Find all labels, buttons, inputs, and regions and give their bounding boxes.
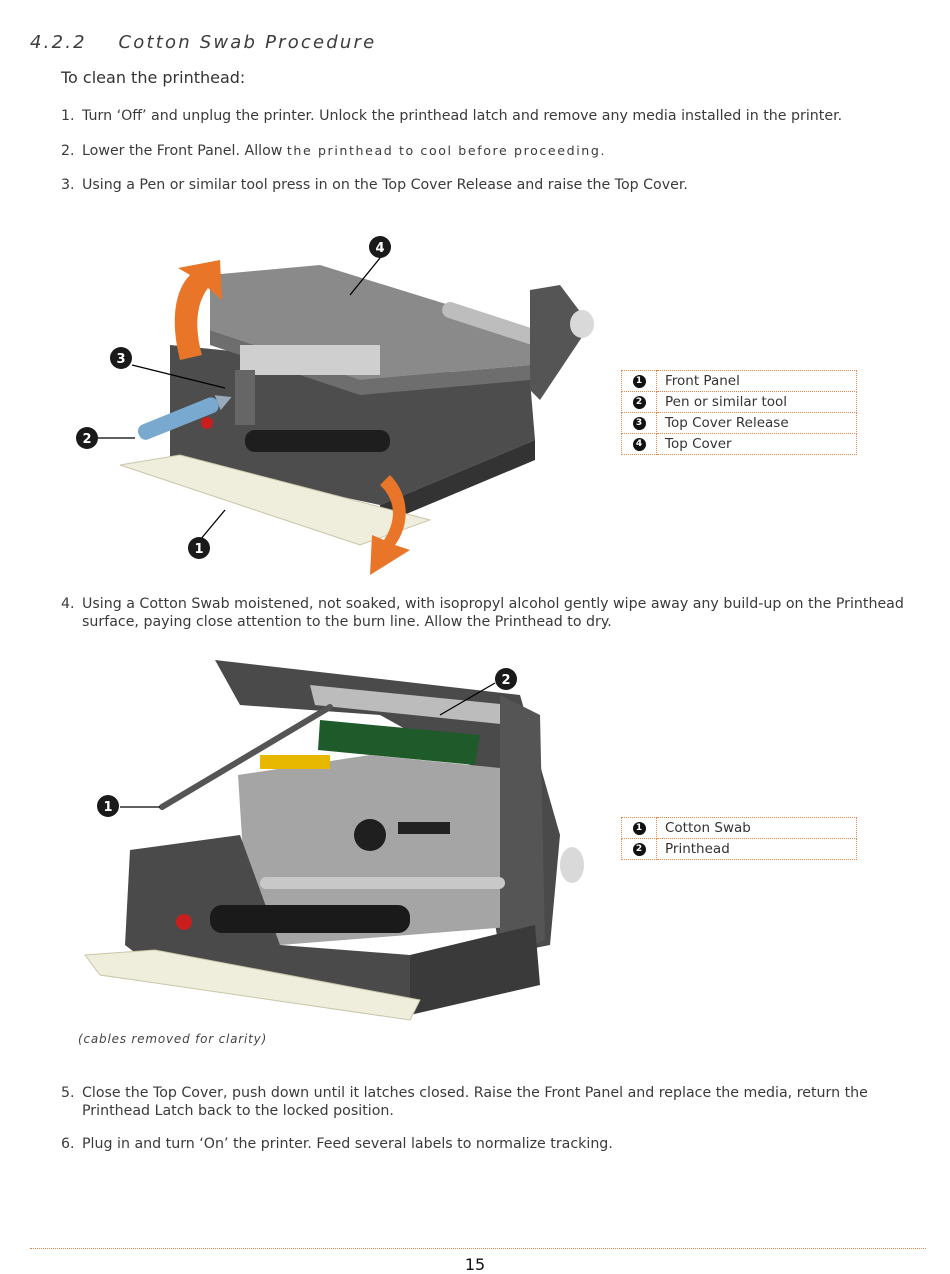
svg-text:1: 1 [103,800,112,815]
step-number: 6. [61,1136,75,1152]
footer-divider [30,1248,926,1249]
callout-2: 2 [495,668,517,690]
svg-text:2: 2 [82,432,91,447]
legend-number: 1 [632,821,646,835]
legend-row: 4 Top Cover [621,433,857,455]
step-5: 5. Close the Top Cover, push down until … [61,1084,921,1120]
legend-number: 1 [632,374,646,388]
legend-number: 2 [632,842,646,856]
svg-text:4: 4 [375,241,384,256]
intro-text: To clean the printhead: [61,68,246,87]
svg-text:1: 1 [194,542,203,557]
step-number: 2. [61,143,75,159]
figure2-legend: 1 Cotton Swab 2 Printhead [621,817,857,860]
legend-row: 3 Top Cover Release [621,412,857,434]
legend-row: 1 Front Panel [621,370,857,392]
step-number: 5. [61,1085,75,1101]
callout-2: 2 [76,427,98,449]
callout-1: 1 [97,795,119,817]
step-number: 3. [61,177,75,193]
step-text: Using a Cotton Swab moistened, not soake… [82,596,904,630]
legend-row: 1 Cotton Swab [621,817,857,839]
legend-label: Top Cover [656,433,857,455]
callout-1: 1 [188,537,210,559]
section-title: Cotton Swab Procedure [118,32,377,53]
legend-number: 2 [632,395,646,409]
callout-4: 4 [369,236,391,258]
legend-number: 3 [632,416,646,430]
printer-top-cover-illustration: 4 3 2 1 [76,236,594,575]
legend-label: Printhead [656,838,857,860]
callout-3: 3 [110,347,132,369]
step-3: 3. Using a Pen or similar tool press in … [61,176,688,194]
legend-label: Top Cover Release [656,412,857,434]
step-text-a: Lower the Front Panel. Allow [82,143,287,159]
svg-text:3: 3 [116,352,125,367]
step-number: 4. [61,596,75,612]
legend-row: 2 Pen or similar tool [621,391,857,413]
legend-label: Cotton Swab [656,817,857,839]
step-6: 6. Plug in and turn ‘On’ the printer. Fe… [61,1135,613,1153]
legend-row: 2 Printhead [621,838,857,860]
step-number: 1. [61,108,75,124]
page-number: 15 [464,1255,486,1274]
legend-label: Front Panel [656,370,857,392]
step-text: Plug in and turn ‘On’ the printer. Feed … [82,1136,613,1152]
step-text: Using a Pen or similar tool press in on … [82,177,688,193]
step-text-b: the printhead to cool before proceeding. [286,143,607,158]
legend-number: 4 [632,437,646,451]
printhead-cleaning-illustration: 1 2 [84,660,584,1021]
section-heading: 4.2.2 Cotton Swab Procedure [30,32,376,53]
step-4: 4. Using a Cotton Swab moistened, not so… [61,595,921,631]
section-number: 4.2.2 [30,32,87,53]
step-2: 2. Lower the Front Panel. Allow the prin… [61,142,606,160]
figure-caption: (cables removed for clarity) [78,1032,268,1046]
legend-label: Pen or similar tool [656,391,857,413]
svg-text:2: 2 [501,673,510,688]
step-text: Turn ‘Off’ and unplug the printer. Unloc… [82,108,843,124]
step-1: 1. Turn ‘Off’ and unplug the printer. Un… [61,107,842,125]
step-text: Close the Top Cover, push down until it … [82,1085,868,1119]
